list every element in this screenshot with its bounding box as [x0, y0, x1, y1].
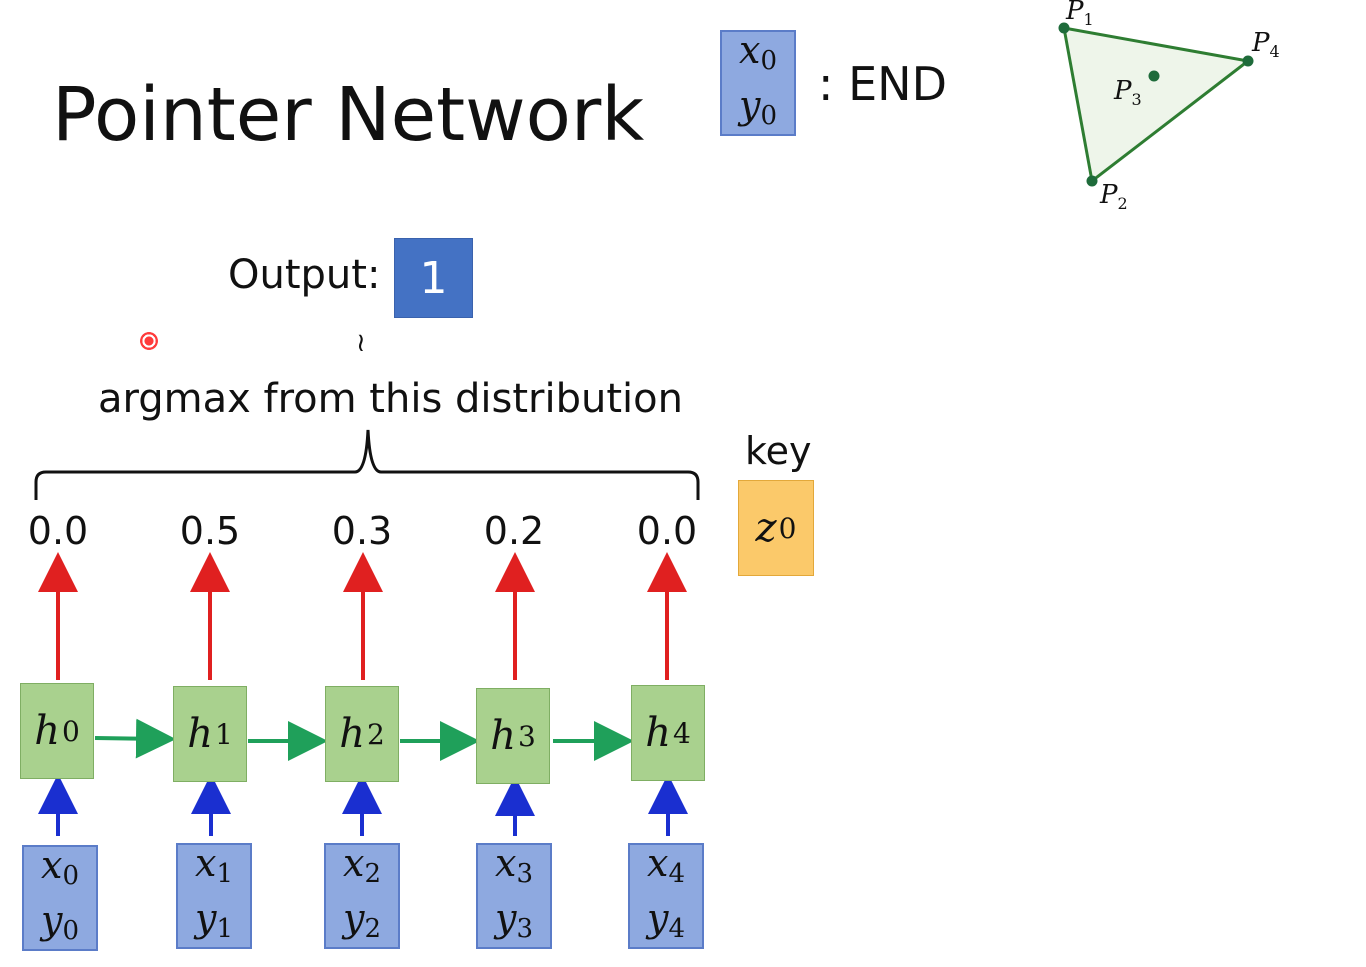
input-box-0: x0 y0 — [22, 843, 98, 951]
triangle-shape — [1062, 26, 1252, 184]
input-box-2: x2 y2 — [324, 841, 400, 949]
point-p1 — [1058, 22, 1070, 34]
label-p1: P1 — [1066, 0, 1094, 30]
label-p3: P3 — [1114, 76, 1142, 110]
label-p2: P2 — [1100, 180, 1128, 214]
point-p3 — [1148, 70, 1160, 82]
distribution-value-2: 0.3 — [331, 509, 393, 553]
sampling-tilde: ≀ — [356, 328, 366, 358]
end-token-box: x0 y0 — [720, 28, 796, 136]
recurrent-arrow-0 — [94, 718, 176, 759]
distribution-brace — [34, 429, 700, 500]
page-title: Pointer Network — [52, 72, 645, 158]
distribution-value-3: 0.2 — [483, 509, 545, 553]
distribution-value-0: 0.0 — [27, 509, 89, 553]
point-p4 — [1242, 55, 1254, 67]
label-p4: P4 — [1252, 28, 1280, 62]
key-label: key — [745, 429, 812, 473]
end-label: : END — [818, 57, 948, 111]
input-box-1: x1 y1 — [176, 841, 252, 949]
pointer-cursor-icon — [140, 332, 158, 350]
distribution-caption: argmax from this distribution — [98, 376, 683, 422]
output-label: Output: — [228, 252, 381, 298]
input-box-3: x3 y3 — [476, 841, 552, 949]
distribution-value-4: 0.0 — [636, 509, 698, 553]
input-box-4: x4 y4 — [628, 841, 704, 949]
output-value-box: 1 — [394, 238, 473, 318]
point-p2 — [1086, 175, 1098, 187]
distribution-value-1: 0.5 — [179, 509, 241, 553]
